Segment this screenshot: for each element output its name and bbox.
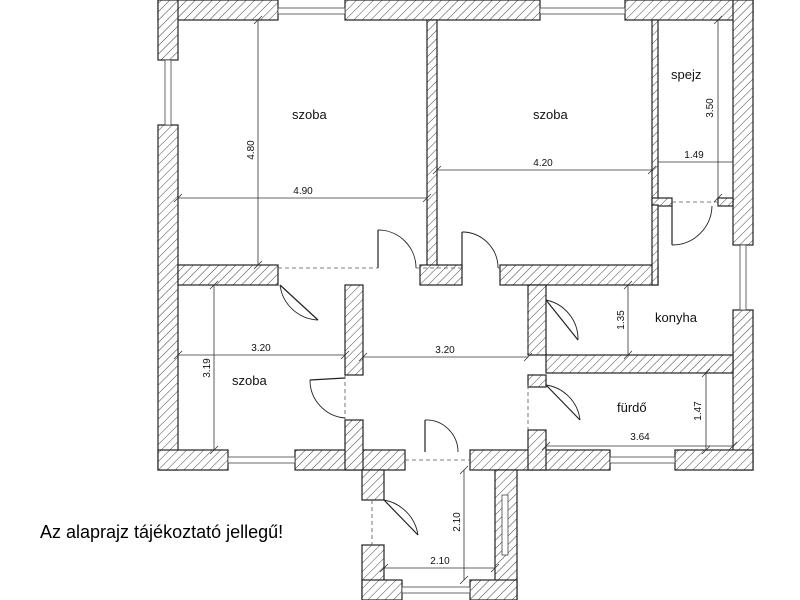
dimension-labels: 4.80 4.90 4.20 3.50 1.49 1.35 3.20 3.19 … [202, 98, 716, 567]
dimension-lines [173, 15, 738, 585]
window-right [739, 244, 747, 311]
wall-hall-right-bottom2 [527, 429, 547, 471]
dim-label-bath-width: 3.64 [630, 432, 650, 443]
wall-hall-right-bottom [527, 374, 547, 388]
wall-pantry-bottom-right [717, 197, 734, 207]
doors [279, 205, 713, 536]
wall-left-top [157, 0, 179, 61]
wall-mid-h-2 [419, 264, 463, 286]
wall-entry-bottom-1 [361, 579, 403, 600]
wall-kitchen-right-v [651, 204, 659, 286]
wall-kitchen-bath [545, 354, 734, 374]
disclaimer-text: Az alaprajz tájékoztató jellegű! [40, 522, 284, 542]
window-bottom-2 [609, 456, 676, 464]
dim-label-top-left-width: 4.90 [293, 186, 313, 197]
wall-right-bottom [732, 309, 754, 471]
walls [157, 0, 754, 600]
dim-label-bath-height: 1.47 [693, 401, 704, 421]
dim-label-top-left-height: 4.80 [246, 140, 257, 160]
wall-entry-bottom-2 [469, 579, 518, 600]
openings [278, 201, 718, 545]
room-label-bathroom: fürdő [617, 400, 647, 415]
room-label-pantry: spejz [671, 67, 701, 82]
window-top-2 [539, 7, 626, 15]
wall-hall-left-top [344, 284, 364, 376]
dim-label-pantry-width: 1.49 [684, 150, 704, 161]
dim-label-entry-width: 2.10 [430, 556, 450, 567]
room-label-top-middle: szoba [533, 107, 568, 122]
window-top-1 [277, 7, 346, 15]
wall-mid-h-3 [499, 264, 659, 286]
room-label-left: szoba [232, 373, 267, 388]
dim-label-pantry-height: 3.50 [705, 98, 716, 118]
wall-bottom-1 [157, 449, 229, 471]
window-entry-right [501, 494, 509, 556]
room-label-top-left: szoba [292, 107, 327, 122]
wall-bottom-4 [674, 449, 754, 471]
wall-top-2 [344, 0, 541, 21]
wall-pantry-left [651, 19, 659, 206]
room-labels: szoba szoba spejz konyha szoba fürdő [232, 67, 701, 415]
dim-label-hall-width: 3.20 [435, 345, 455, 356]
dim-label-kitchen-height: 1.35 [616, 310, 627, 330]
dim-label-top-middle-width: 4.20 [533, 158, 553, 169]
windows [164, 7, 747, 594]
wall-mid-h-1 [177, 264, 279, 286]
window-entry-bottom [401, 586, 471, 594]
wall-right-top [732, 0, 754, 246]
window-left [164, 59, 172, 126]
dim-label-left-room-width: 3.20 [251, 343, 271, 354]
dim-label-entry-height: 2.10 [452, 512, 463, 532]
window-bottom-1 [227, 456, 296, 464]
wall-hall-right-top [527, 284, 547, 356]
wall-hall-left-bottom [344, 419, 364, 471]
room-label-kitchen: konyha [655, 310, 698, 325]
wall-between-top-rooms [426, 19, 438, 271]
wall-left-mid [157, 124, 179, 471]
wall-entry-left [361, 469, 385, 501]
dim-label-left-room-height: 3.19 [202, 358, 213, 378]
